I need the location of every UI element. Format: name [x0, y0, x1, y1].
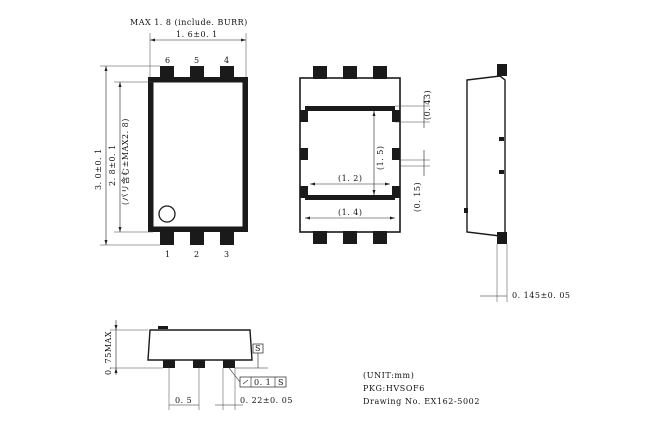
inner-length-dimension-label: 2. 8±0. 1	[108, 144, 117, 186]
length-dimension-label: 3. 0±0. 1	[94, 148, 103, 190]
lead-1	[160, 232, 174, 245]
datum-s-label: S	[255, 344, 261, 353]
bottom-lead-top-right	[373, 66, 387, 79]
bottom-lead-top-mid	[343, 66, 357, 79]
lead-pitch-label: 0. 5	[175, 396, 192, 405]
top-view: MAX 1. 8 (include. BURR) 1. 6±0. 1 6 5 4…	[94, 18, 248, 259]
dim-0-43-label: (0. 43)	[423, 90, 432, 120]
pin-5-label: 5	[194, 56, 200, 65]
bottom-lead-bottom-left	[313, 231, 327, 244]
front-lead-3	[223, 360, 235, 368]
pin-3-label: 3	[224, 250, 230, 259]
front-lead-1	[163, 360, 175, 368]
notes: (UNIT:mm) PKG:HVSOF6 Drawing No. EX162-5…	[363, 371, 480, 406]
lead-5	[190, 66, 204, 79]
width-dimension-label: 1. 6±0. 1	[176, 30, 218, 39]
pin1-marker-circle	[158, 205, 176, 223]
bottom-lead-top-left	[313, 66, 327, 79]
flatness-value-label: 0. 1	[254, 378, 271, 387]
drawing-number-note: Drawing No. EX162-5002	[363, 397, 480, 406]
front-view: 0. 75MAX S 0. 1 S 0. 5 0. 22±0. 05	[104, 320, 293, 410]
lead-width-label: 0. 22±0. 05	[240, 396, 293, 405]
flatness-datum-label: S	[278, 378, 284, 387]
lead-2	[190, 232, 204, 245]
flatness-frame	[239, 376, 287, 388]
bottom-lead-bottom-right	[373, 231, 387, 244]
lead-6	[160, 66, 174, 79]
exposed-pad-top-bar	[305, 106, 395, 111]
lead-4	[220, 66, 234, 79]
package-body-face	[152, 81, 244, 228]
exposed-pad-bottom-bar	[305, 195, 395, 200]
dim-0-15-label: (0. 15)	[413, 182, 422, 212]
max-include-burr-label: MAX 1. 8 (include. BURR)	[130, 18, 248, 27]
side-view-body	[466, 75, 506, 237]
bottom-lead-bottom-mid	[343, 231, 357, 244]
pin-1-label: 1	[165, 250, 171, 259]
package-note: PKG:HVSOF6	[363, 384, 425, 393]
bottom-view: (0. 43) (1. 5) (1. 2) (0. 15) (1. 4)	[299, 66, 432, 244]
front-view-body	[147, 329, 253, 361]
lead-3	[220, 232, 234, 245]
burr-note-label: (バリ含む±MAX2. 8)	[120, 118, 130, 205]
pin-2-label: 2	[194, 250, 200, 259]
dim-1-2-label: (1. 2)	[338, 174, 363, 183]
front-lead-2	[193, 360, 205, 368]
flatness-icon	[242, 379, 249, 385]
pin-4-label: 4	[224, 56, 230, 65]
height-max-label: 0. 75MAX	[104, 331, 113, 375]
side-view: 0. 145±0. 05	[464, 64, 571, 302]
dim-1-4-label: (1. 4)	[338, 208, 363, 217]
unit-note: (UNIT:mm)	[363, 371, 414, 380]
dim-1-5-label: (1. 5)	[376, 145, 385, 170]
side-thickness-label: 0. 145±0. 05	[512, 291, 571, 300]
pin-6-label: 6	[165, 56, 171, 65]
